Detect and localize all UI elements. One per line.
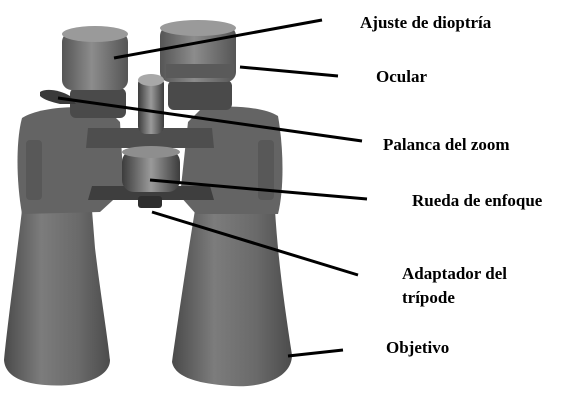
left-eyecup-rim <box>62 26 128 42</box>
label-tripod-adapter: Adaptador del trípode <box>402 262 507 310</box>
left-objective-barrel <box>4 210 110 386</box>
central-post-top <box>138 74 164 86</box>
label-diopter-adjustment: Ajuste de dioptría <box>360 13 492 32</box>
tripod-adapter <box>138 196 162 208</box>
leader-focus-wheel <box>149 178 368 201</box>
leader-diopter <box>113 18 323 60</box>
label-zoom-lever: Palanca del zoom <box>383 135 510 154</box>
right-eyepiece-collar <box>168 80 232 110</box>
right-eyecup-rim <box>160 20 236 36</box>
leader-eyepiece <box>239 65 339 78</box>
right-objective-barrel <box>172 210 292 387</box>
focus-wheel-top <box>122 146 180 158</box>
left-eyecup <box>62 32 128 90</box>
upper-bridge <box>86 128 214 148</box>
leader-objective <box>287 348 344 358</box>
right-grip-ridge <box>258 140 274 200</box>
leader-zoom-lever <box>57 96 363 143</box>
label-tripod-line1: Adaptador del <box>402 264 508 283</box>
label-tripod-line2: trípode <box>402 288 455 307</box>
left-grip-ridge <box>26 140 42 200</box>
label-focus-wheel: Rueda de enfoque <box>412 191 543 210</box>
leader-lines <box>57 18 368 358</box>
label-objective: Objetivo <box>386 338 450 357</box>
label-eyepiece: Ocular <box>376 67 427 86</box>
central-post <box>138 76 164 134</box>
diopter-ring <box>166 64 234 78</box>
lower-bridge <box>88 186 214 200</box>
leader-tripod-adapter <box>151 210 359 277</box>
